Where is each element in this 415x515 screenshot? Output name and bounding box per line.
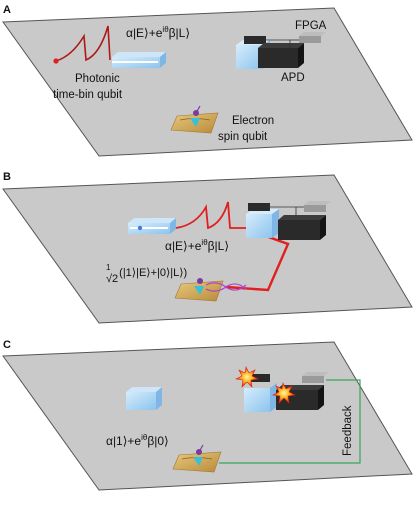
time-bin-pulses <box>55 25 111 62</box>
panel-letter: C <box>3 339 11 351</box>
electron-label-line1: Electron <box>232 115 274 127</box>
photonic-label-line2: time-bin qubit <box>53 89 123 101</box>
electron-spin-qubit <box>170 105 219 134</box>
detection-flash-icon <box>235 366 259 388</box>
apd-top <box>248 203 270 211</box>
fpga-label: FPGA <box>295 20 327 32</box>
fpga-box <box>299 36 321 43</box>
photon-dot <box>53 58 59 64</box>
state-text: α|E⟩+e <box>126 26 163 40</box>
panel-b: B α|E⟩+eiθβ|L⟩ 1√2(| <box>2 171 413 324</box>
detection-flash-icon <box>272 382 296 404</box>
electron-label-line2: spin qubit <box>218 131 268 143</box>
apd-top <box>244 36 266 44</box>
apd-label: APD <box>281 72 305 84</box>
electron-spin-qubit <box>172 444 222 473</box>
apd-top <box>248 374 270 382</box>
panel-letter: A <box>3 4 11 16</box>
entangled-state-label: 1√2(|1⟩|E⟩+|0⟩|L⟩) <box>106 263 187 285</box>
laser-beam <box>225 232 290 292</box>
apd-box <box>278 220 320 240</box>
waveguide <box>112 52 166 68</box>
feedback-line <box>219 379 361 464</box>
state-label: α|1⟩+eiθβ|0⟩ <box>106 433 169 448</box>
waveguide <box>126 387 162 410</box>
fpga-box <box>304 205 326 212</box>
collection-optic <box>246 214 272 238</box>
sample-plane <box>2 7 413 157</box>
photonic-label-line1: Photonic <box>75 73 120 85</box>
panel-c: C Feedback α|1⟩+eiθβ|0⟩ <box>2 339 413 491</box>
waveguide <box>128 218 176 234</box>
collection-optic <box>244 388 270 412</box>
panel-a: A α|E⟩+eiθβ|L⟩ Photonic time-bin qubit <box>2 4 413 157</box>
feedback-label: Feedback <box>342 405 354 456</box>
detector-stack <box>246 201 331 240</box>
state-label: α|E⟩+eiθβ|L⟩ <box>126 25 190 40</box>
state-label: α|E⟩+eiθβ|L⟩ <box>165 238 229 253</box>
fpga-box <box>302 376 324 383</box>
electron-spin-qubit <box>174 278 247 302</box>
detector-stack <box>236 32 326 69</box>
time-bin-pulses <box>175 201 248 230</box>
apd-box <box>258 48 298 68</box>
panel-letter: B <box>3 171 11 183</box>
